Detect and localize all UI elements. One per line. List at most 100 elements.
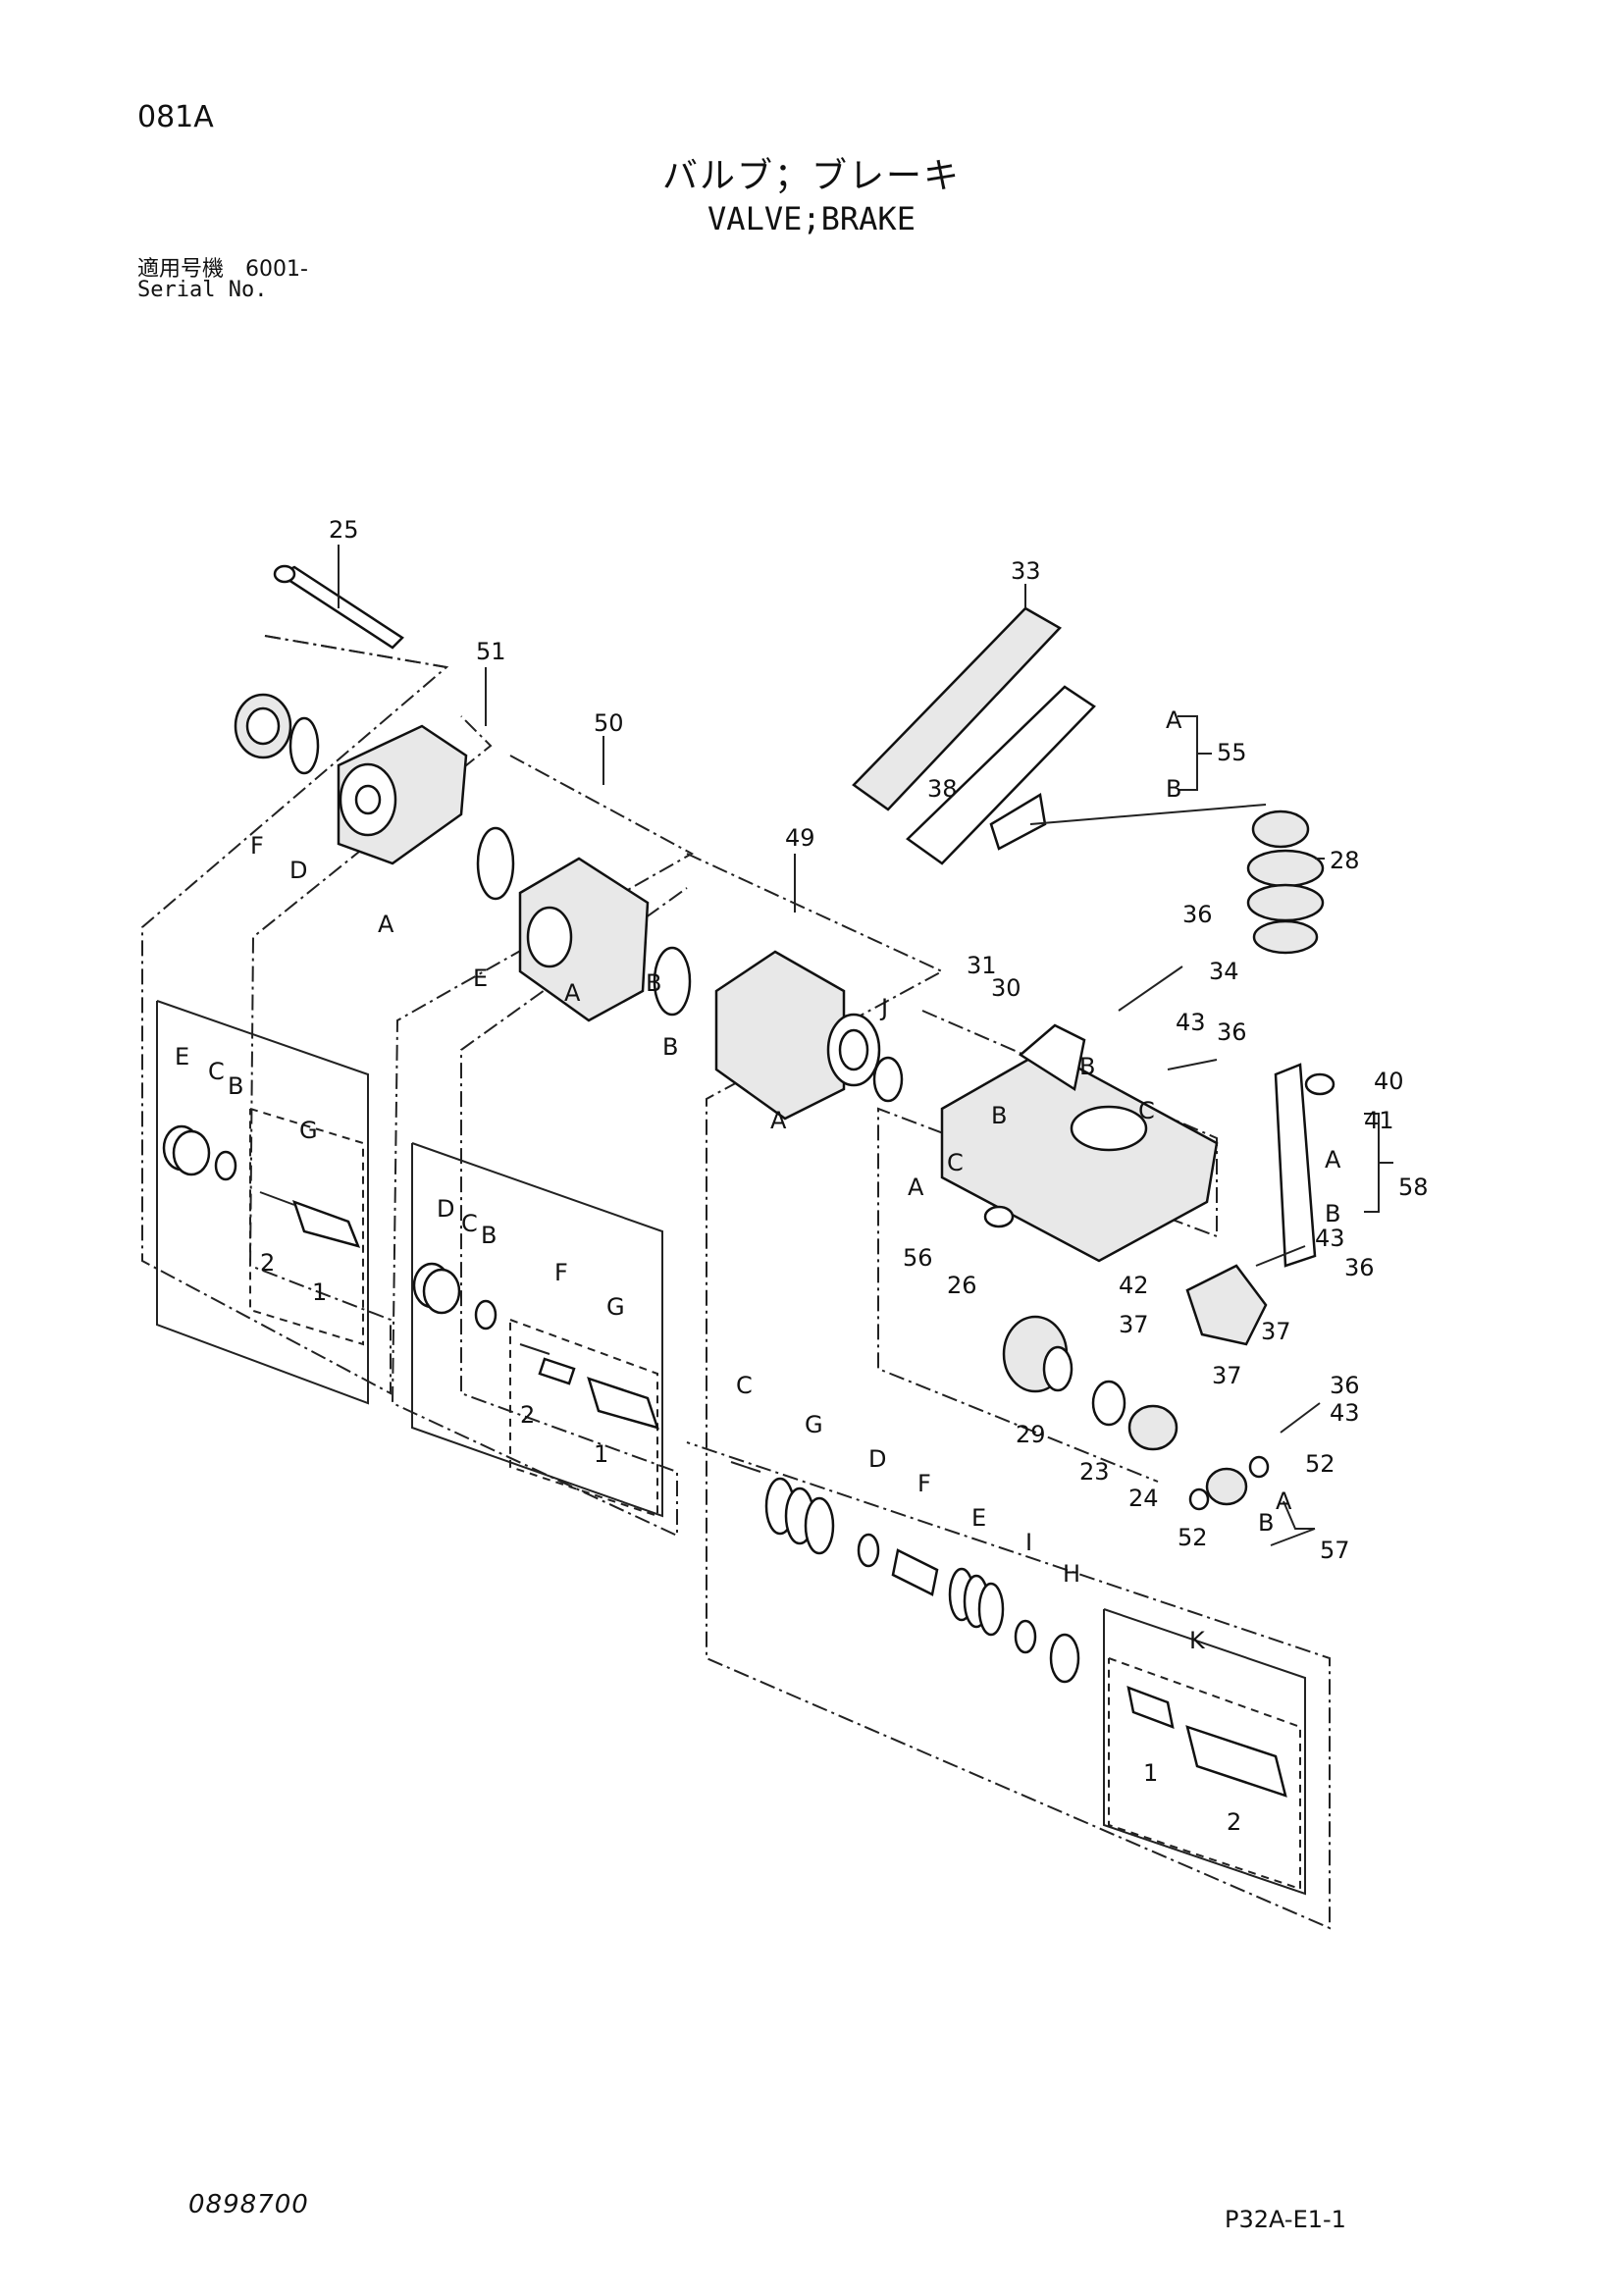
callout-55: 55 — [1217, 739, 1247, 766]
serial-label-japanese: 適用号機 6001- — [137, 257, 308, 282]
plug-part-F-left — [234, 693, 292, 759]
label-F-left: F — [250, 832, 264, 860]
label-B-cart-mid: B — [481, 1222, 497, 1249]
callout-30: 30 — [991, 974, 1021, 1002]
callout-36c: 36 — [1344, 1254, 1375, 1281]
label-A-left: A — [378, 911, 394, 938]
label-D-cart-mid: D — [437, 1195, 454, 1223]
o-ring-E-left — [476, 826, 515, 901]
spool-2-right — [1185, 1725, 1287, 1798]
label-E-cart-right: E — [971, 1504, 986, 1532]
label-C-cart-mid: C — [461, 1210, 478, 1237]
label-J: J — [879, 994, 888, 1021]
pedal-pad-part-33 — [852, 606, 1063, 811]
label-C-body: C — [1138, 1097, 1155, 1124]
label-G-cart-left: G — [299, 1117, 318, 1144]
callout-1-right: 1 — [1143, 1759, 1158, 1787]
spring-F-right — [891, 1548, 939, 1596]
pin-C-right — [730, 1461, 761, 1473]
label-A-58: A — [1325, 1146, 1341, 1174]
callout-labels: 25 51 50 49 33 28 55 A B 38 36 34 31 30 … — [175, 516, 1429, 1836]
pin-part-43c — [1280, 1402, 1321, 1434]
callout-31: 31 — [967, 952, 997, 979]
callout-1-mid: 1 — [594, 1440, 608, 1468]
valve-body-part-56 — [940, 1023, 1219, 1263]
callout-56: 56 — [903, 1244, 933, 1272]
label-G-cart-mid: G — [606, 1293, 625, 1321]
title-japanese: バルブ；ブレーキ — [661, 156, 961, 196]
callout-38: 38 — [927, 775, 958, 803]
rod-pedal-to-boot — [1029, 804, 1267, 825]
o-ring-D-left — [288, 716, 320, 775]
label-A-57: A — [1276, 1487, 1292, 1515]
label-G-cart-right: G — [805, 1411, 823, 1438]
callout-34: 34 — [1209, 958, 1239, 985]
callout-33: 33 — [1011, 557, 1041, 585]
housing-A-right — [714, 950, 881, 1121]
frame-group-49 — [686, 853, 1331, 1930]
cap-part-24 — [1127, 1404, 1178, 1451]
label-D-left: D — [289, 857, 307, 884]
callout-50: 50 — [594, 709, 624, 737]
callout-23: 23 — [1079, 1458, 1110, 1486]
box-cartridge-left — [156, 1000, 369, 1405]
callout-43b: 43 — [1315, 1225, 1345, 1252]
label-B-58: B — [1325, 1200, 1340, 1227]
spool-left — [259, 1191, 361, 1248]
callout-52a: 52 — [1305, 1450, 1335, 1478]
label-F-cart-mid: F — [554, 1259, 568, 1286]
spring-G-right — [764, 1477, 835, 1555]
pin-part-43b — [1255, 1245, 1306, 1267]
boot-part-28 — [1246, 809, 1325, 955]
bolt-part-25 — [273, 564, 404, 650]
callout-2-left: 2 — [260, 1249, 275, 1277]
serial-label-english: Serial No. — [137, 278, 268, 302]
callout-51: 51 — [476, 638, 506, 665]
label-A-55: A — [1166, 706, 1182, 734]
label-H: H — [1063, 1560, 1080, 1588]
callout-42: 42 — [1119, 1272, 1149, 1299]
callout-29: 29 — [1016, 1421, 1046, 1448]
roller-part-57 — [1188, 1455, 1270, 1511]
pin-part-43a — [1167, 1059, 1218, 1070]
label-B-57: B — [1258, 1509, 1274, 1537]
spool-1-right — [1126, 1686, 1175, 1729]
callout-43c: 43 — [1330, 1399, 1360, 1427]
figure-code: P32A-E1-1 — [1225, 2206, 1346, 2233]
callout-37a: 37 — [1119, 1311, 1149, 1338]
label-E-mid: E — [473, 965, 488, 992]
frame-group-51 — [141, 635, 493, 1395]
document-number: 0898700 — [188, 2190, 309, 2219]
pin-part-34 — [1118, 965, 1183, 1012]
label-I: I — [1025, 1529, 1032, 1556]
callout-2-right: 2 — [1227, 1808, 1241, 1836]
plug-part-26 — [983, 1205, 1015, 1228]
label-B-mid: B — [662, 1033, 678, 1061]
spring-F-mid — [538, 1357, 576, 1385]
leader-lines — [338, 545, 1393, 1546]
seal-J — [872, 1056, 904, 1103]
label-B-body: B — [1079, 1053, 1095, 1080]
boot-part-29 — [1002, 1315, 1073, 1393]
spring-D-mid — [412, 1262, 461, 1315]
callout-24: 24 — [1128, 1485, 1159, 1512]
callout-40: 40 — [1374, 1068, 1404, 1095]
callout-1-left: 1 — [312, 1278, 327, 1306]
cap-part-40 — [1304, 1072, 1335, 1096]
label-B-left-seal: B — [646, 969, 661, 997]
label-C-cart-left: C — [208, 1058, 225, 1085]
callout-26: 26 — [947, 1272, 977, 1299]
callout-25: 25 — [329, 516, 359, 544]
label-F-cart-right: F — [917, 1470, 931, 1497]
callout-28: 28 — [1330, 847, 1360, 874]
spring-E-left — [162, 1124, 211, 1176]
spring-E-right — [948, 1567, 1005, 1637]
housing-A-left — [337, 724, 468, 865]
label-B-body2: B — [991, 1102, 1007, 1129]
label-C-cart-right: C — [736, 1372, 753, 1399]
label-A-mid: A — [564, 979, 581, 1007]
callout-36a: 36 — [1182, 901, 1213, 928]
label-B-55: B — [1166, 775, 1181, 803]
label-K: K — [1189, 1627, 1206, 1654]
